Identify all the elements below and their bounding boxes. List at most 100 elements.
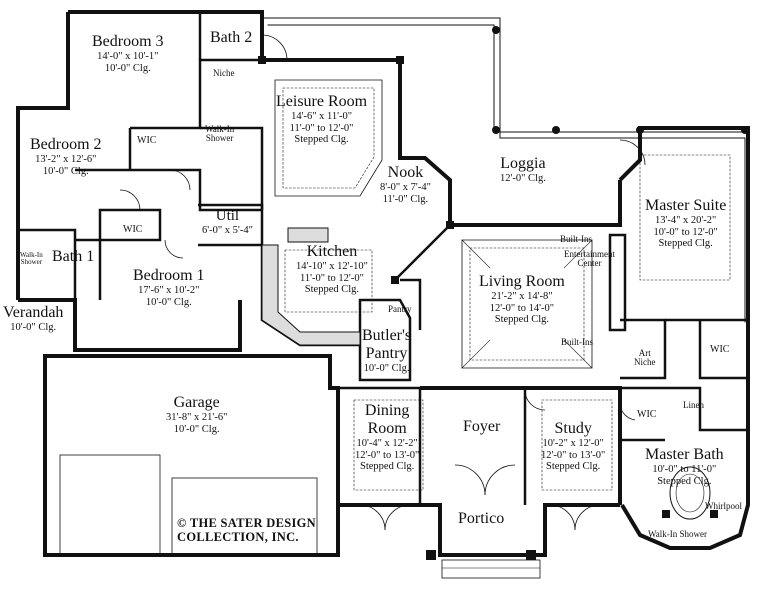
room-name: Garage	[173, 394, 220, 411]
room-dimensions: 13'-2" x 12'-6"	[35, 153, 97, 165]
room-bedroom3: Bedroom 3 14'-0" x 10'-1" 10'-0" Clg.	[92, 33, 164, 74]
wall-living-north	[450, 180, 622, 227]
room-name: Bedroom 1	[133, 267, 205, 284]
label-entertainment-center: Entertainment Center	[564, 249, 615, 269]
label-built-ins-top: Built-Ins	[560, 234, 593, 244]
room-study: Study 10'-2" x 12'-0" 12'-0" to 13'-0" S…	[541, 420, 605, 473]
room-portico: Portico	[458, 510, 504, 528]
label-built-ins-bottom: Built-Ins	[561, 337, 594, 347]
kitchen-island	[287, 227, 329, 243]
room-name: Verandah	[3, 304, 64, 321]
room-dimensions: 10'-0" to 11'-0"	[652, 463, 717, 475]
room-name-line2: Pantry	[365, 344, 408, 362]
room-verandah: Verandah 10'-0" Clg.	[3, 304, 63, 334]
label-line: Walk-In	[20, 251, 43, 259]
room-dimensions: 6'-0" x 5'-4"	[202, 224, 253, 236]
room-name: Living Room	[479, 273, 565, 290]
room-ceiling-type: Stepped Clg.	[304, 284, 360, 296]
room-ceiling: 10'-0" Clg.	[363, 362, 410, 374]
room-dimensions: 10'-2" x 12'-0"	[542, 437, 604, 449]
room-name: Bedroom 2	[30, 136, 102, 153]
room-dimensions: 14'-6" x 11'-0"	[291, 110, 353, 122]
label-line: Niche	[634, 357, 656, 368]
kitchen-ceiling-inset	[284, 249, 373, 313]
label-line: Entertainment	[564, 249, 615, 259]
room-ceiling-type: Stepped Clg.	[658, 238, 713, 250]
label-line: Shower	[205, 133, 234, 144]
room-name: Nook	[387, 164, 424, 181]
room-name: Loggia	[500, 155, 546, 172]
room-master-bath: Master Bath 10'-0" to 11'-0" Stepped Clg…	[645, 446, 724, 487]
copyright-line1: © THE SATER DESIGN	[177, 516, 316, 530]
room-dimensions: 17'-6" x 10'-2"	[138, 284, 200, 296]
room-ceiling: 10'-0" Clg.	[173, 423, 220, 435]
room-name: Bath 2	[210, 29, 253, 46]
room-dimensions: 13'-4" x 20'-2"	[654, 214, 717, 226]
room-dimensions: 14'-10" x 12'-10"	[296, 260, 368, 272]
wall-kitchen-nook	[262, 58, 452, 225]
master-suite-ceiling-inset	[639, 154, 731, 281]
room-ceiling-type: Stepped Clg.	[494, 314, 550, 326]
room-foyer: Foyer	[463, 418, 500, 436]
label-wic-bedroom1: WIC	[123, 224, 143, 235]
room-ceiling: 11'-0" Clg.	[382, 193, 429, 205]
room-ceiling: 10'-0" to 12'-0"	[653, 226, 718, 238]
label-line: Walk-In	[205, 124, 235, 134]
room-name: Master Bath	[645, 446, 724, 463]
room-living: Living Room 21'-2" x 14'-8" 12'-0" to 14…	[479, 273, 565, 326]
label-niche: Niche	[213, 68, 235, 78]
room-ceiling: 11'-0" to 12'-0"	[299, 272, 364, 284]
room-leisure: Leisure Room 14'-6" x 11'-0" 11'-0" to 1…	[276, 93, 367, 146]
room-util: Util 6'-0" x 5'-4"	[202, 208, 253, 237]
exterior-wall-bedroom2-left	[18, 298, 242, 352]
room-name: Foyer	[463, 418, 501, 435]
kitchen-counter	[261, 244, 361, 346]
label-whirlpool: Whirlpool	[705, 501, 742, 511]
room-ceiling: 10'-0" Clg.	[145, 296, 192, 308]
room-ceiling: 12'-0" to 13'-0"	[355, 449, 420, 461]
room-ceiling-type: Stepped Clg.	[546, 461, 601, 473]
room-nook: Nook 8'-0" x 7'-4" 11'-0" Clg.	[380, 164, 431, 205]
label-wic-master: WIC	[710, 344, 730, 355]
room-ceiling-type: Stepped Clg.	[360, 461, 415, 473]
room-bedroom2: Bedroom 2 13'-2" x 12'-6" 10'-0" Clg.	[30, 136, 102, 177]
room-loggia: Loggia 12'-0" Clg.	[500, 155, 546, 185]
room-ceiling-type: Stepped Clg.	[294, 134, 349, 146]
room-ceiling: 10'-0" Clg.	[10, 321, 57, 333]
room-bath1: Bath 1	[52, 248, 94, 266]
room-name: Leisure Room	[276, 93, 368, 110]
room-name: Portico	[458, 510, 505, 527]
label-walkin-shower-master: Walk-In Shower	[648, 529, 708, 539]
room-name: Master Suite	[645, 197, 727, 214]
room-ceiling: 11'-0" to 12'-0"	[289, 122, 354, 134]
room-master-suite: Master Suite 13'-4" x 20'-2" 10'-0" to 1…	[645, 197, 726, 250]
loggia-outline	[261, 17, 746, 323]
room-dimensions: 21'-2" x 14'-8"	[491, 290, 553, 302]
label-line: Shower	[20, 258, 43, 267]
label-linen: Linen	[683, 400, 704, 410]
label-walkin-shower-bath1: Walk-In Shower	[20, 251, 43, 267]
room-name: Kitchen	[306, 243, 358, 260]
study-ceiling-inset	[541, 399, 613, 491]
leisure-ceiling-inset	[274, 79, 383, 197]
room-dimensions: 8'-0" x 7'-4"	[380, 181, 431, 193]
room-ceiling: 10'-0" Clg.	[104, 62, 151, 74]
label-art-niche: Art Niche	[634, 348, 656, 368]
room-kitchen: Kitchen 14'-10" x 12'-10" 11'-0" to 12'-…	[296, 243, 368, 296]
whirlpool-tub	[669, 466, 711, 520]
exterior-wall-front	[338, 503, 620, 557]
label-wic-master-bath: WIC	[637, 409, 657, 420]
label-line: Center	[577, 258, 602, 269]
room-name: Util	[215, 208, 240, 224]
room-bedroom1: Bedroom 1 17'-6" x 10'-2" 10'-0" Clg.	[133, 267, 205, 308]
room-garage: Garage 31'-8" x 21'-6" 10'-0" Clg.	[166, 394, 227, 435]
room-ceiling: 12'-0" to 14'-0"	[489, 302, 555, 314]
room-dimensions: 31'-8" x 21'-6"	[166, 411, 228, 423]
room-ceiling: Stepped Clg.	[657, 475, 712, 487]
copyright-line2: COLLECTION, INC.	[177, 530, 299, 545]
exterior-wall-north-bedrooms	[68, 10, 264, 60]
portico-step	[441, 559, 541, 579]
copyright-notice: © THE SATER DESIGN COLLECTION, INC.	[177, 516, 316, 545]
dining-ceiling-inset	[353, 399, 424, 491]
room-ceiling: 10'-0" Clg.	[42, 165, 89, 177]
